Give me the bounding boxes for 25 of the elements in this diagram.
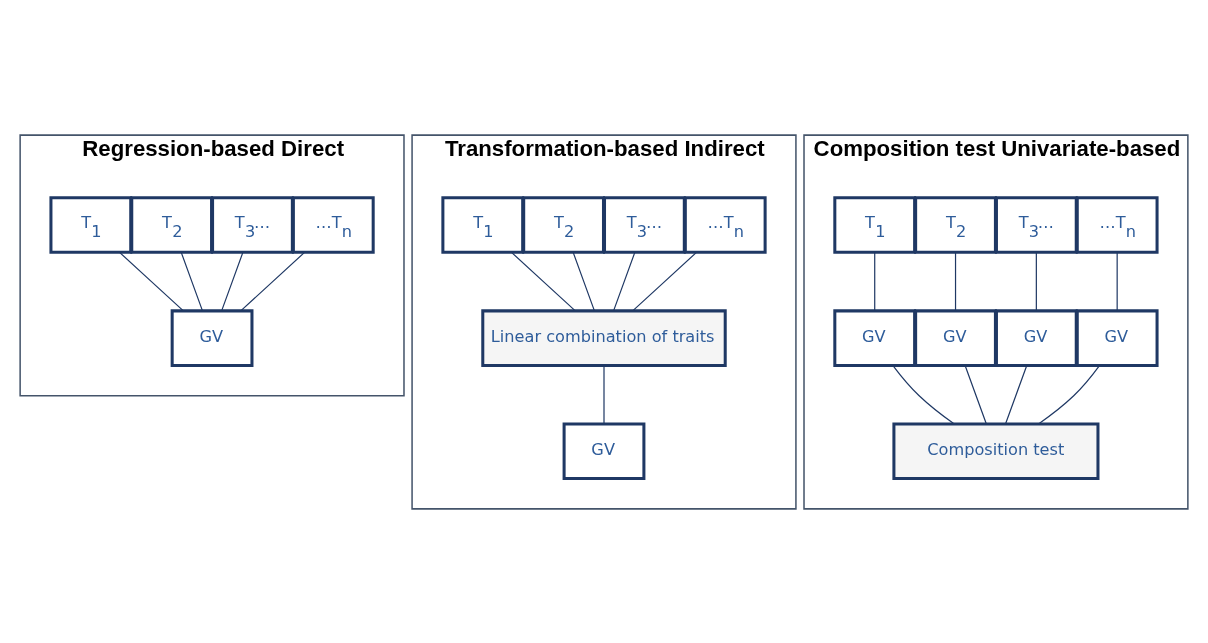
node-box: Composition test <box>892 422 1100 480</box>
connector <box>221 251 244 311</box>
node-box: Linear combination of traits <box>481 308 727 367</box>
connector <box>892 364 955 424</box>
connector <box>510 251 576 311</box>
connector <box>1005 364 1028 424</box>
connector <box>964 364 987 424</box>
node-box: GV <box>170 308 254 367</box>
node-box: GV <box>833 308 917 367</box>
node-box: GV <box>994 308 1078 367</box>
connector <box>603 364 605 424</box>
connector <box>240 251 306 311</box>
connector <box>954 251 957 311</box>
connector <box>118 251 184 311</box>
connector <box>874 251 876 311</box>
connector <box>572 251 595 311</box>
connector <box>1037 364 1101 424</box>
connector <box>1116 251 1118 311</box>
node-box: GV <box>562 422 646 480</box>
connector <box>180 251 203 311</box>
connector <box>632 251 698 311</box>
node-box: GV <box>914 308 997 367</box>
node-box: GV <box>1075 308 1159 367</box>
connector <box>613 251 636 311</box>
connector <box>1035 251 1037 311</box>
